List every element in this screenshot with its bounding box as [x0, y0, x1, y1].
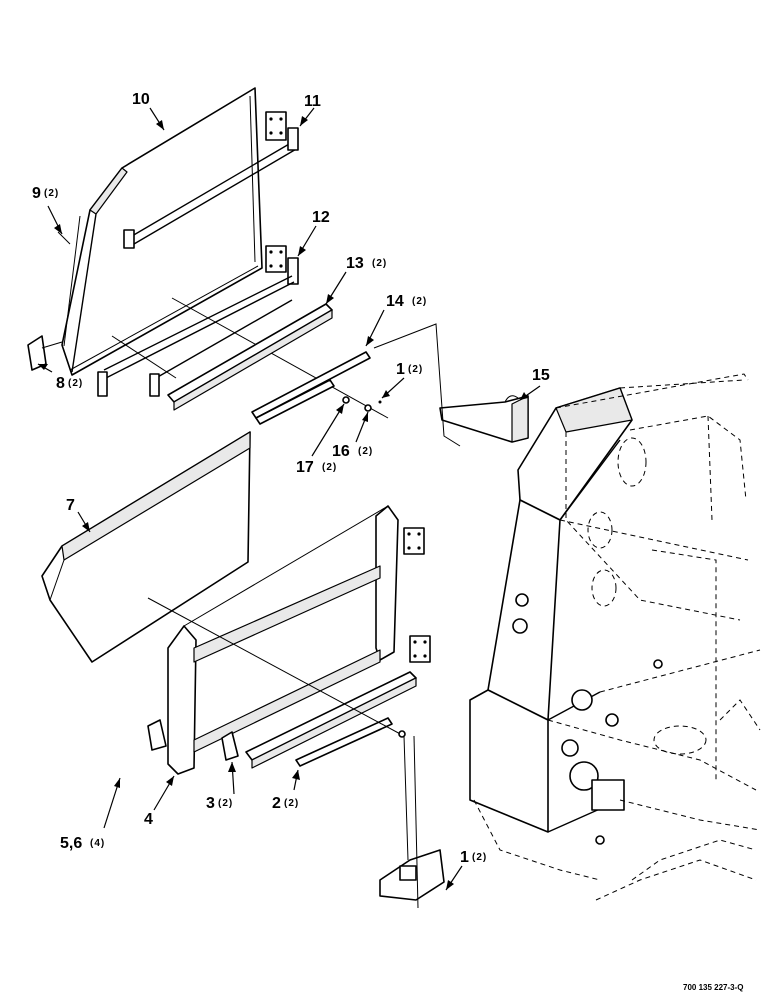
callout-15: 15: [532, 367, 550, 384]
svg-text:11: 11: [304, 93, 321, 110]
rail-2: [245, 671, 417, 769]
frame-4: [167, 505, 399, 775]
washer-17: [342, 396, 350, 404]
svg-text:4: 4: [144, 811, 153, 828]
lower-shield-panel: [41, 431, 251, 663]
callout-2: 2 (2): [272, 795, 299, 812]
leader-lines: [37, 107, 541, 891]
middle-hinge-12: [265, 245, 299, 285]
frame-hinge-lower: [409, 635, 431, 663]
pin-3: [221, 731, 239, 761]
callout-14: 14 (2): [386, 293, 427, 310]
svg-text:(2): (2): [412, 296, 427, 307]
lower-mount-1: [379, 735, 445, 909]
lower-rods: [97, 275, 295, 397]
pin-left-frame: [147, 719, 167, 751]
rail-13: [167, 303, 333, 411]
callout-13: 13 (2): [346, 255, 387, 272]
centerline-upper: [171, 297, 389, 419]
upper-hinge-11: [265, 111, 287, 141]
svg-text:2: 2: [272, 795, 281, 812]
callout-1-lower: 1 (2): [460, 849, 487, 866]
svg-text:8: 8: [56, 375, 65, 392]
bolt-16: [364, 404, 372, 412]
svg-text:7: 7: [66, 497, 75, 514]
pin-9: [57, 231, 71, 245]
part-number: 700 135 227-3-Q: [683, 983, 744, 992]
svg-text:(4): (4): [90, 838, 105, 849]
callout-8: 8 (2): [56, 375, 83, 392]
svg-text:10: 10: [132, 91, 150, 108]
frame-hinge-upper: [403, 527, 425, 555]
svg-text:12: 12: [312, 209, 330, 226]
svg-text:(2): (2): [372, 258, 387, 269]
svg-text:(2): (2): [322, 462, 337, 473]
svg-text:13: 13: [346, 255, 364, 272]
svg-text:17: 17: [296, 459, 314, 476]
svg-text:15: 15: [532, 367, 550, 384]
svg-text:(2): (2): [284, 798, 299, 809]
svg-text:(2): (2): [68, 378, 83, 389]
baler-dashed-outline: [473, 373, 761, 901]
svg-text:14: 14: [386, 293, 404, 310]
latch-bar-14: [251, 351, 371, 425]
callout-17: 17 (2): [296, 459, 337, 476]
svg-text:(2): (2): [358, 446, 373, 457]
callout-4: 4: [144, 811, 153, 828]
svg-text:5,6: 5,6: [60, 835, 82, 852]
svg-text:(2): (2): [408, 364, 423, 375]
centerline-lower: [147, 597, 405, 737]
callout-1-upper: 1 (2): [396, 361, 423, 378]
callout-11: 11: [304, 93, 321, 110]
upper-rod-11: [123, 127, 299, 249]
svg-text:(2): (2): [218, 798, 233, 809]
bracket-15: [439, 395, 529, 443]
callout-5-6: 5,6 (4): [60, 835, 105, 852]
callout-12: 12: [312, 209, 330, 226]
callout-7: 7: [66, 497, 75, 514]
svg-text:3: 3: [206, 795, 215, 812]
svg-text:16: 16: [332, 443, 350, 460]
callout-16: 16 (2): [332, 443, 373, 460]
baler-body: [469, 387, 663, 845]
svg-text:9: 9: [32, 185, 41, 202]
callout-3: 3 (2): [206, 795, 233, 812]
upper-shield-panel: [61, 87, 263, 376]
callout-9: 9 (2): [32, 185, 59, 202]
callout-10: 10: [132, 91, 150, 108]
svg-text:1: 1: [396, 361, 405, 378]
svg-text:(2): (2): [44, 188, 59, 199]
svg-text:1: 1: [460, 849, 469, 866]
svg-text:(2): (2): [472, 852, 487, 863]
